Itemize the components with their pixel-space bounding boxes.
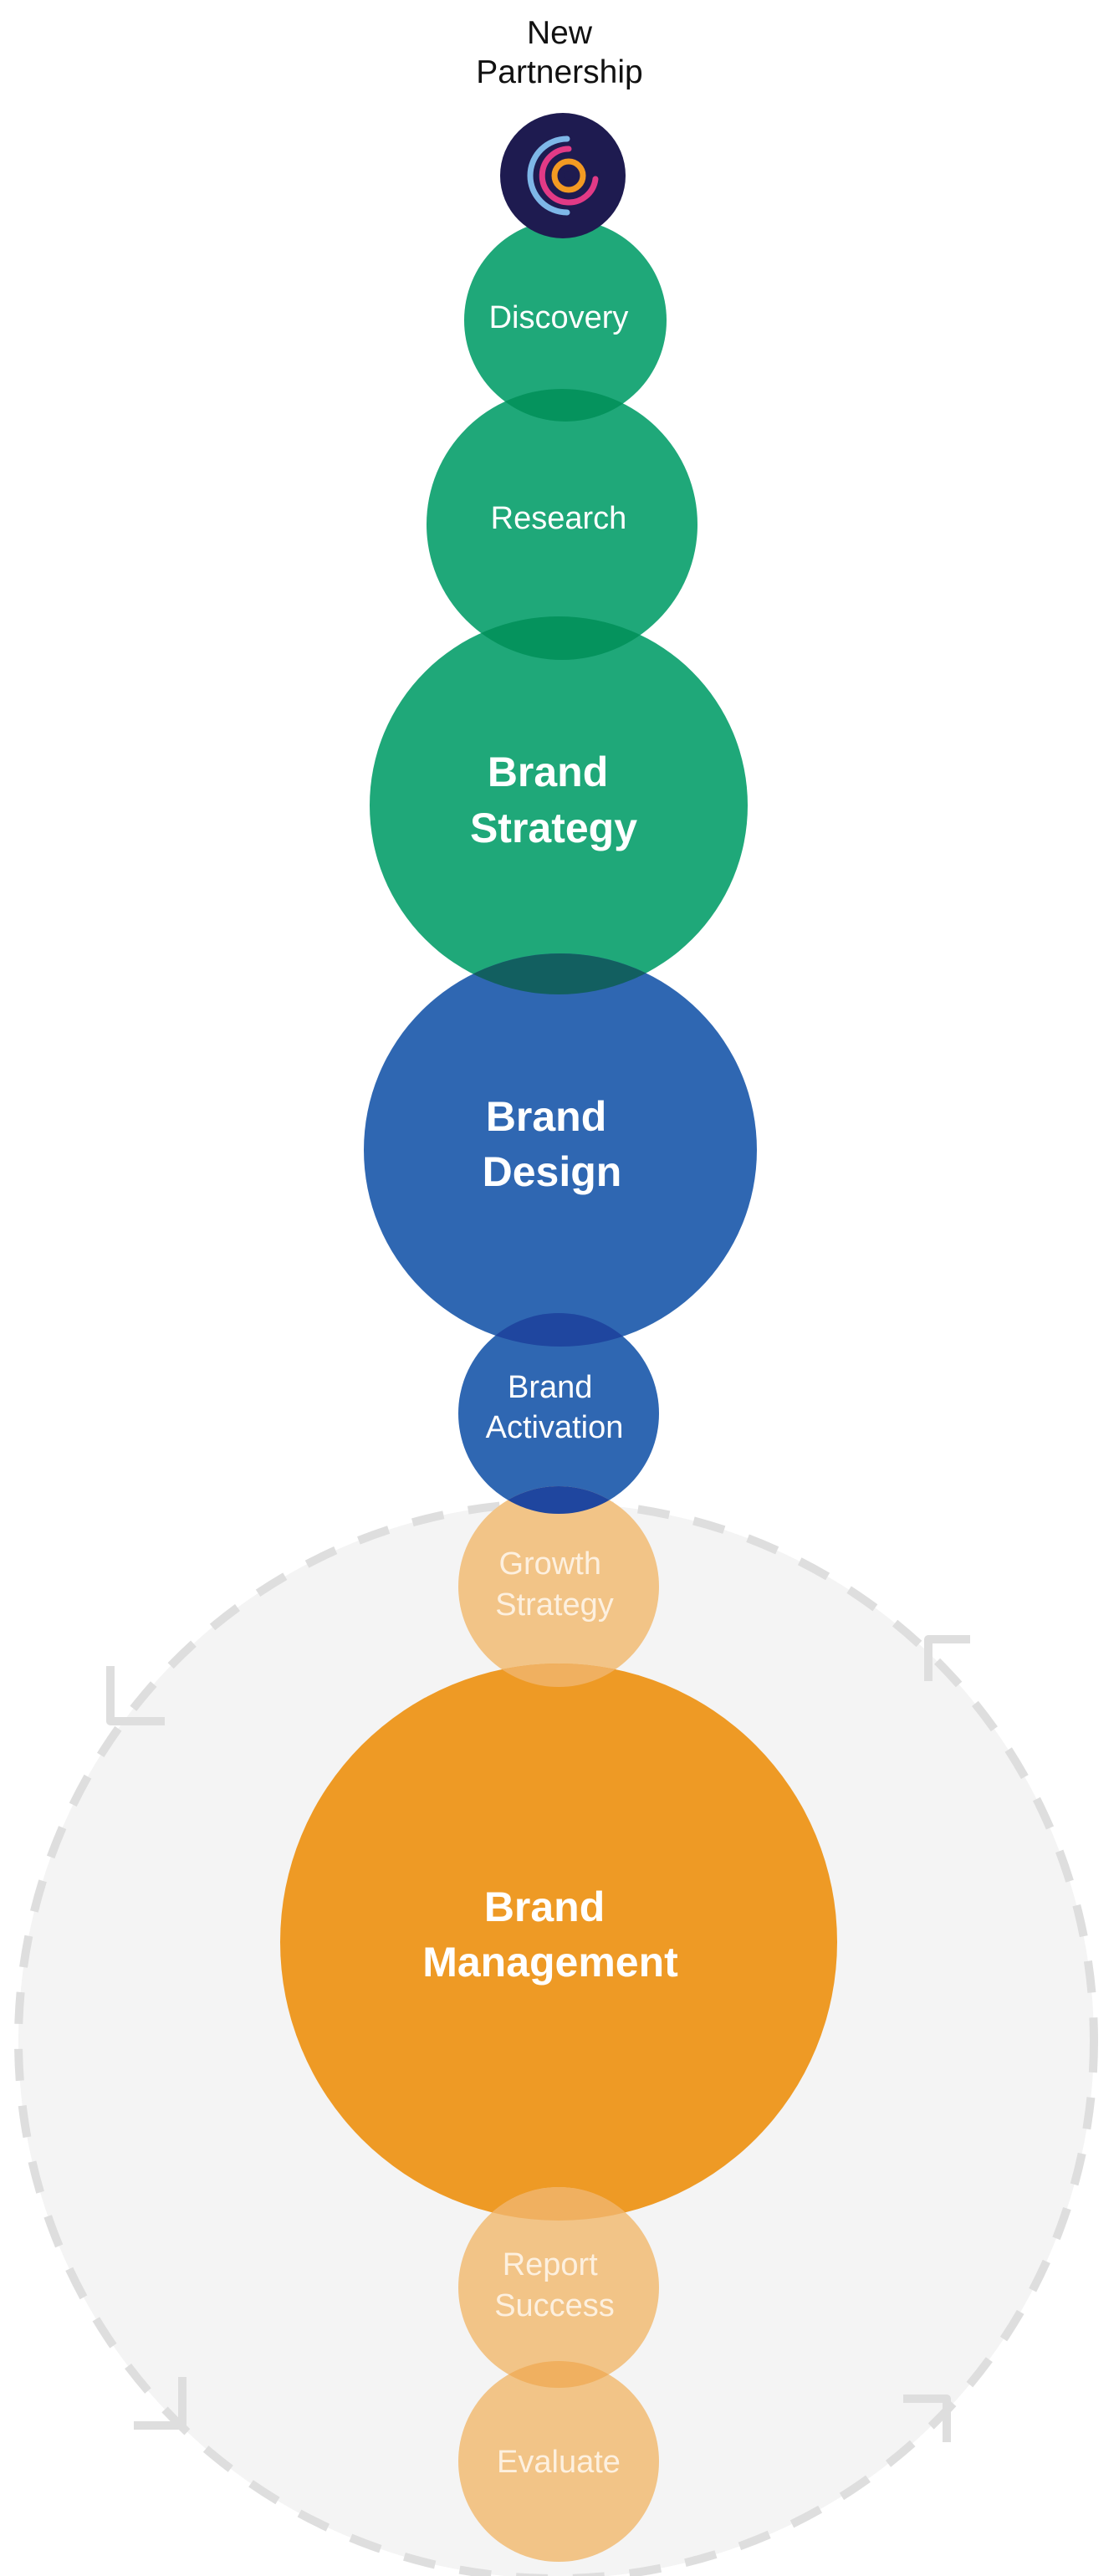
logo-background	[500, 113, 626, 238]
evaluate-label: Evaluate	[497, 2445, 621, 2480]
brand-management-label: Brand Management	[422, 1883, 678, 1986]
growth-strategy-circle[interactable]	[458, 1486, 659, 1687]
arrow-lower-right-icon	[903, 2395, 951, 2442]
discovery-circle[interactable]	[464, 219, 667, 422]
new-partnership-line-2: Partnership	[476, 54, 643, 90]
report-success-circle[interactable]	[458, 2187, 659, 2388]
brand-design-label: Brand Design	[483, 1093, 622, 1195]
brand-strategy-label: Brand Strategy	[470, 749, 637, 851]
research-circle[interactable]	[427, 389, 697, 660]
arrow-lower-left-icon	[134, 2377, 186, 2430]
brand-activation-circle[interactable]	[458, 1313, 659, 1514]
report-success-label: Report Success	[494, 2247, 615, 2323]
new-partnership-line-1: New	[526, 15, 593, 51]
brand-management-circle[interactable]	[280, 1664, 837, 2221]
discovery-label: Discovery	[489, 300, 629, 335]
arrow-upper-left-icon	[106, 1666, 165, 1725]
brand-activation-label: Brand Activation	[486, 1370, 624, 1445]
concentric-rings-icon	[527, 135, 599, 216]
research-label: Research	[491, 501, 627, 536]
arrow-upper-right-icon	[924, 1635, 970, 1681]
brand-strategy-circle[interactable]	[370, 616, 748, 994]
brand-design-circle[interactable]	[364, 953, 757, 1347]
new-partnership-node[interactable]	[500, 113, 626, 238]
growth-strategy-label: Growth Strategy	[495, 1546, 614, 1623]
new-partnership-label: New Partnership	[392, 13, 727, 92]
evaluate-circle[interactable]	[458, 2361, 659, 2562]
